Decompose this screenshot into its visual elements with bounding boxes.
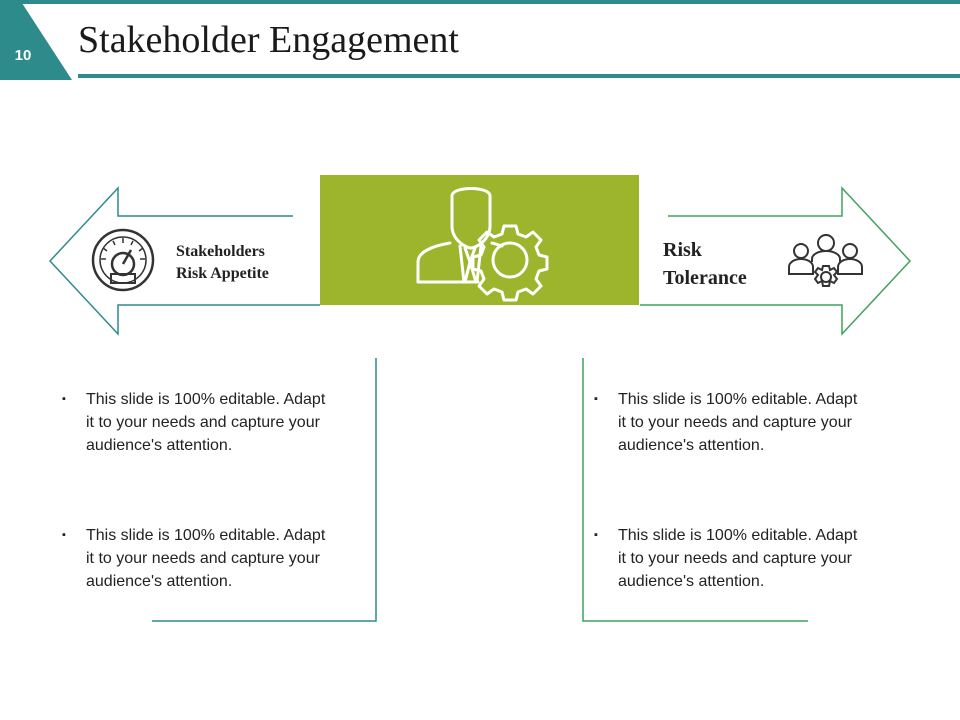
bullet-line: This slide is 100% editable. Adapt <box>86 527 326 544</box>
bullet-line: audience's attention. <box>618 437 765 454</box>
list-item: ▪ This slide is 100% editable. Adapt it … <box>62 524 362 593</box>
right-arrow-label-line2: Tolerance <box>663 267 747 289</box>
bullet-line: it to your needs and capture your <box>618 414 852 431</box>
bullet-line: it to your needs and capture your <box>618 550 852 567</box>
left-bullet-list: ▪ This slide is 100% editable. Adapt it … <box>62 388 362 593</box>
left-arrow-label-line2: Risk Appetite <box>176 265 269 282</box>
list-item: ▪ This slide is 100% editable. Adapt it … <box>594 388 894 457</box>
list-item: ▪ This slide is 100% editable. Adapt it … <box>594 524 894 593</box>
bullet-line: it to your needs and capture your <box>86 550 320 567</box>
header-underline <box>78 74 960 78</box>
page-number-badge <box>0 0 72 80</box>
left-bracket <box>152 358 377 622</box>
bullet-icon: ▪ <box>62 393 66 405</box>
page-number: 10 <box>14 47 32 64</box>
left-arrow-label-line1: Stakeholders <box>176 243 265 260</box>
bullet-line: This slide is 100% editable. Adapt <box>618 527 858 544</box>
page-title: Stakeholder Engagement <box>78 19 459 61</box>
bullet-icon: ▪ <box>62 529 66 541</box>
left-arrow-outline <box>48 186 320 336</box>
list-item: ▪ This slide is 100% editable. Adapt it … <box>62 388 362 457</box>
bullet-line: audience's attention. <box>618 573 765 590</box>
bullet-icon: ▪ <box>594 529 598 541</box>
bullet-line: audience's attention. <box>86 437 233 454</box>
right-bracket <box>582 358 808 622</box>
speedometer-icon <box>91 228 155 292</box>
right-arrow-label-line1: Risk <box>663 239 702 261</box>
bullet-line: it to your needs and capture your <box>86 414 320 431</box>
businessman-gear-icon <box>416 187 549 302</box>
bullet-icon: ▪ <box>594 393 598 405</box>
right-arrow-outline <box>640 186 912 336</box>
right-arrow-label: Risk Tolerance <box>663 236 747 292</box>
right-bullet-list: ▪ This slide is 100% editable. Adapt it … <box>594 388 894 593</box>
bullet-line: This slide is 100% editable. Adapt <box>618 391 858 408</box>
left-arrow-label: Stakeholders Risk Appetite <box>176 241 269 285</box>
team-gear-icon <box>788 234 863 287</box>
bullet-line: audience's attention. <box>86 573 233 590</box>
bullet-line: This slide is 100% editable. Adapt <box>86 391 326 408</box>
header-top-bar <box>20 0 960 4</box>
